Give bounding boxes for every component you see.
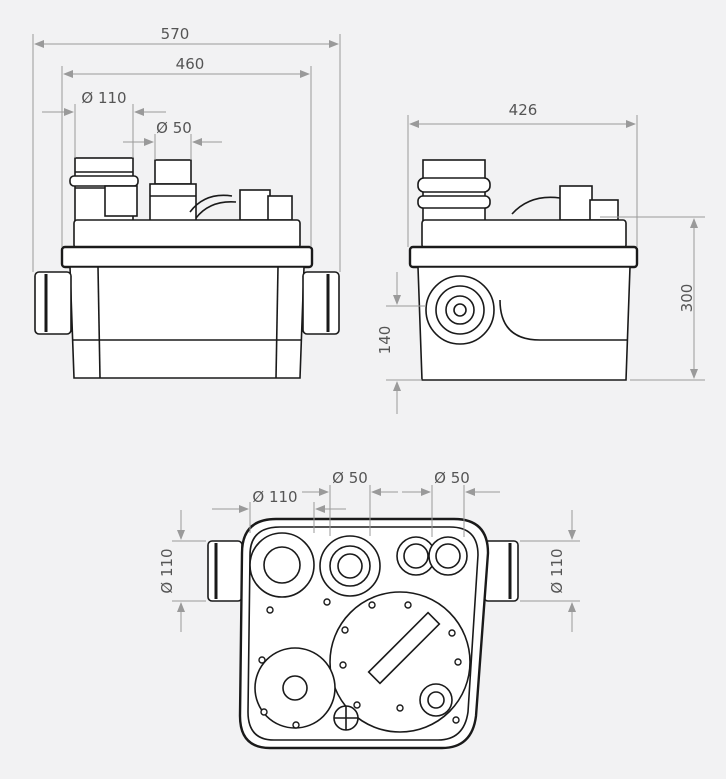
front-width-body-label: 460 bbox=[176, 55, 205, 73]
front-inlet-large-label: Ø 110 bbox=[81, 89, 126, 107]
top-inlet-mid-label: Ø 50 bbox=[332, 469, 368, 487]
top-inlet-right-label: Ø 50 bbox=[434, 469, 470, 487]
front-dimensions bbox=[32, 34, 341, 272]
top-side-left-label: Ø 110 bbox=[158, 548, 176, 593]
front-width-total-label: 570 bbox=[161, 25, 190, 43]
side-view bbox=[408, 159, 639, 381]
top-dimensions bbox=[172, 485, 580, 632]
top-inlet-large-label: Ø 110 bbox=[252, 488, 297, 506]
side-depth-label: 426 bbox=[509, 101, 538, 119]
front-inlet-small-label: Ø 50 bbox=[156, 119, 192, 137]
side-height-label: 300 bbox=[678, 284, 696, 313]
front-view bbox=[34, 157, 340, 379]
top-view-bolts bbox=[258, 598, 462, 729]
top-side-right-label: Ø 110 bbox=[548, 548, 566, 593]
side-inlet-height-label: 140 bbox=[376, 326, 394, 355]
top-view bbox=[207, 517, 519, 750]
side-dimensions bbox=[386, 115, 705, 414]
